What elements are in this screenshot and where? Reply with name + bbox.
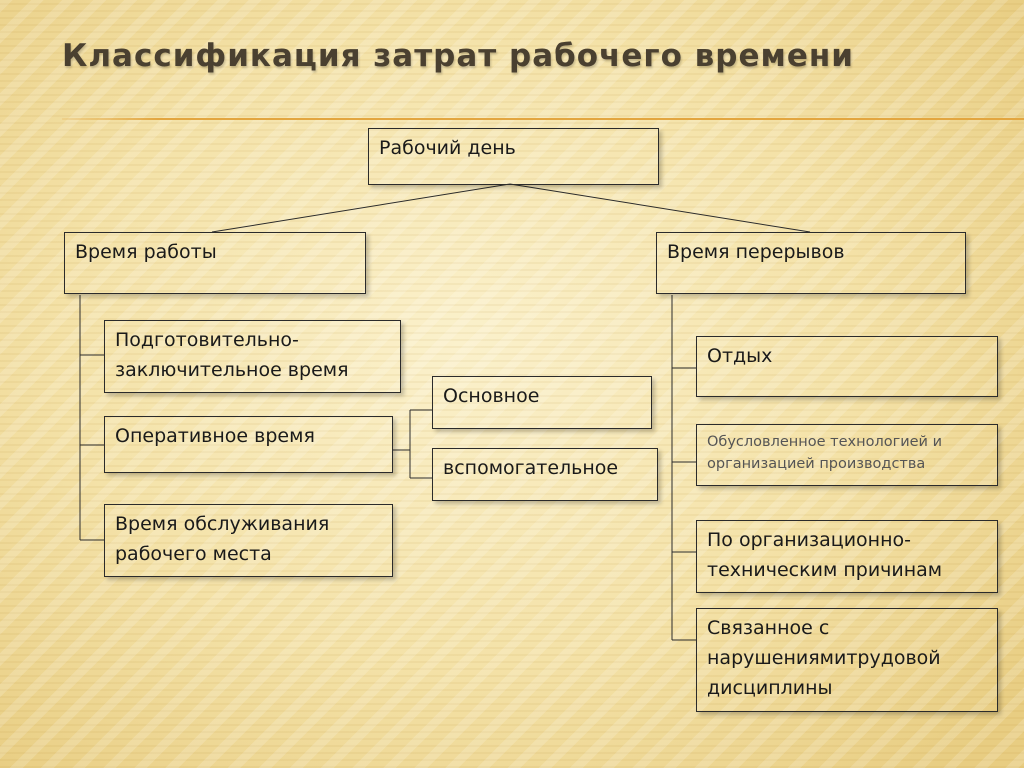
connector-root-work	[211, 183, 511, 233]
title-divider	[62, 118, 1024, 120]
node-rest: Отдых	[696, 336, 998, 397]
node-technology-organization: Обусловленное технологией и организацией…	[696, 424, 998, 486]
node-preparatory-time: Подготовительно-заключительное время	[104, 320, 401, 393]
node-break-time: Время перерывов	[656, 232, 966, 294]
node-main: Основное	[432, 376, 652, 429]
connector-root-breaks	[509, 183, 811, 233]
node-org-technical-reasons: По организационно-техническим причинам	[696, 520, 998, 593]
node-work-day: Рабочий день	[368, 128, 659, 185]
node-work-time: Время работы	[64, 232, 366, 294]
node-auxiliary: вспомогательное	[432, 448, 658, 501]
node-operative-time: Оперативное время	[104, 416, 393, 473]
node-discipline-violations: Связанное с нарушениямитрудовой дисципли…	[696, 608, 998, 712]
slide-title: Классификация затрат рабочего времени	[62, 38, 855, 74]
node-workplace-service: Время обслуживания рабочего места	[104, 504, 393, 577]
